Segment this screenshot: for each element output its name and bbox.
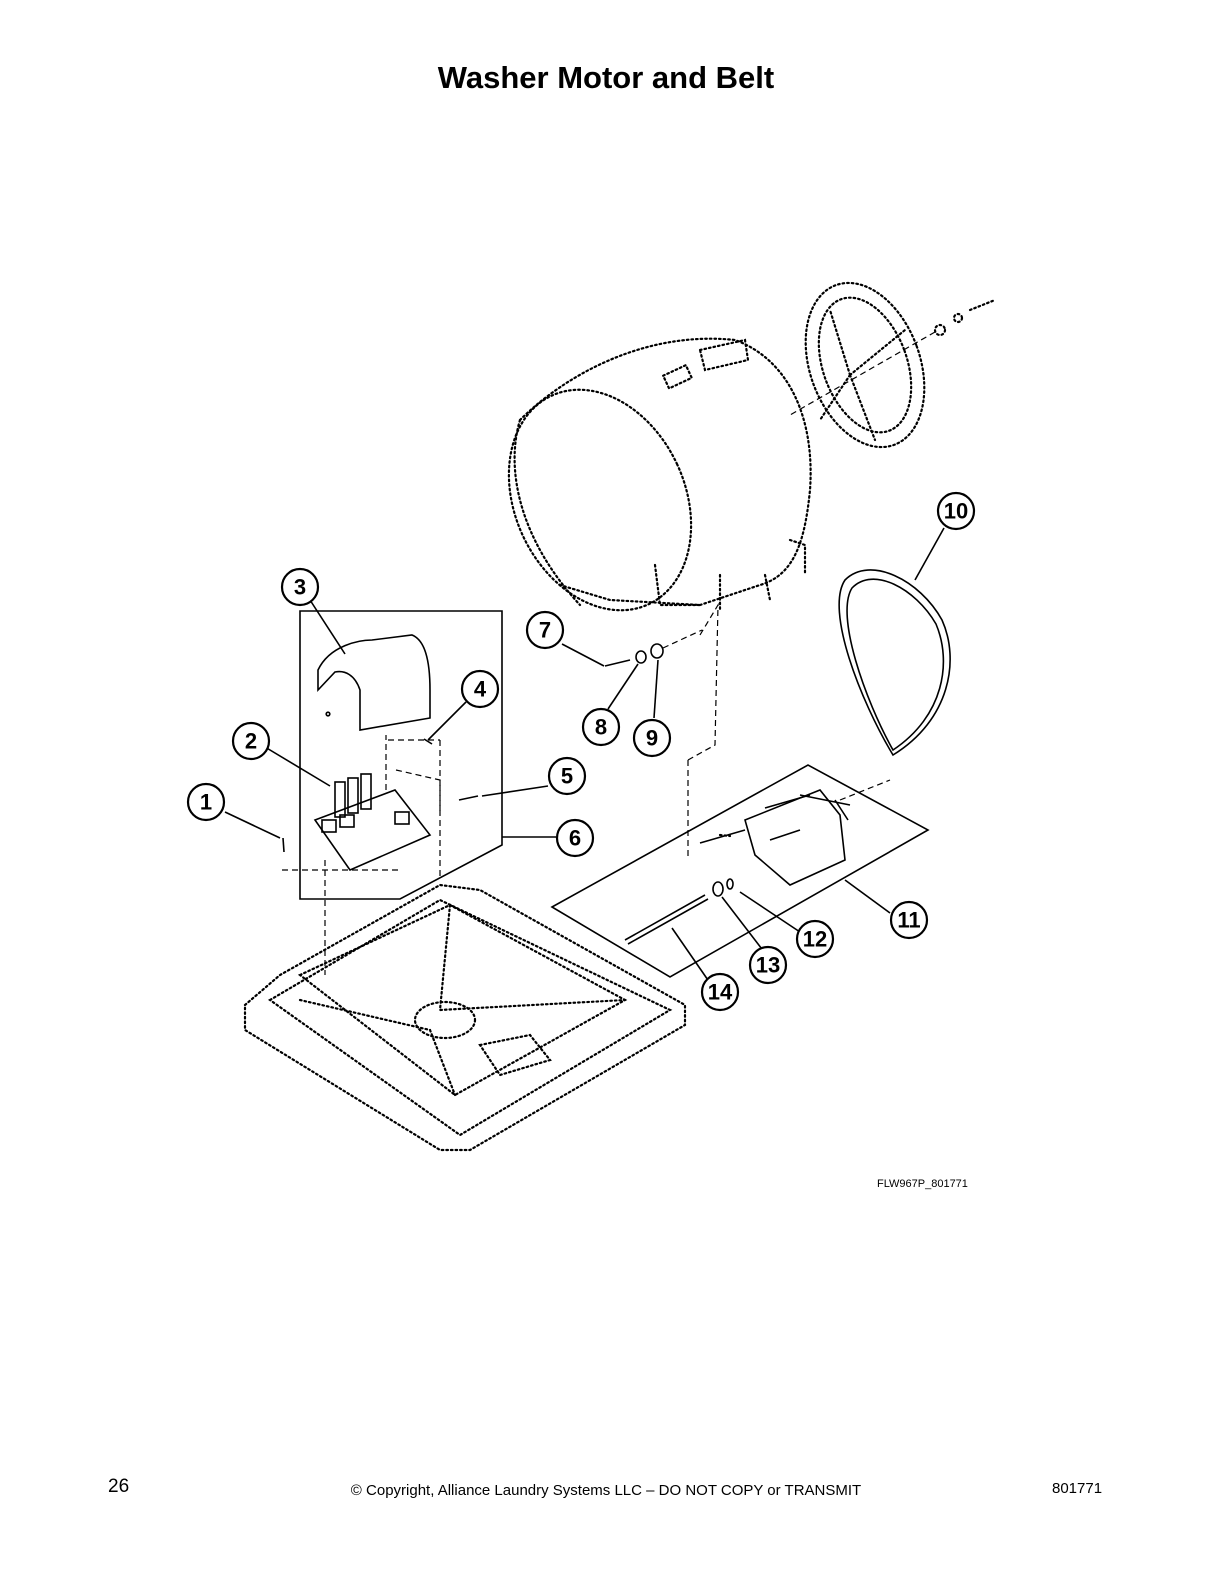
callout-label: 13 [756, 953, 780, 978]
callout-14: 14 [700, 972, 740, 1012]
callout-label: 6 [569, 826, 581, 851]
callout-5: 5 [547, 756, 587, 796]
callout-11: 11 [889, 900, 929, 940]
callout-label: 5 [561, 764, 573, 789]
washer-base-outline [243, 883, 687, 1152]
callout-2: 2 [231, 721, 271, 761]
pulley-wheel-outline [789, 281, 997, 449]
control-board-assembly [282, 610, 503, 975]
callout-8: 8 [581, 707, 621, 747]
callout-label: 10 [944, 499, 968, 524]
callout-label: 14 [708, 980, 733, 1005]
callout-label: 9 [646, 726, 658, 751]
page-number: 26 [108, 1476, 130, 1497]
document-number: 801771 [1052, 1480, 1103, 1497]
page-title: Washer Motor and Belt [437, 60, 775, 95]
callout-label: 3 [294, 575, 306, 600]
callout-6: 6 [555, 818, 595, 858]
callout-13: 13 [748, 945, 788, 985]
copyright-notice: © Copyright, Alliance Laundry Systems LL… [350, 1482, 862, 1499]
callout-label: 8 [595, 715, 607, 740]
tub-bolt-hardware [604, 602, 719, 761]
callout-9: 9 [632, 718, 672, 758]
callout-label: 2 [245, 729, 257, 754]
callout-4: 4 [460, 669, 500, 709]
callout-1: 1 [186, 782, 226, 822]
callout-12: 12 [795, 919, 835, 959]
washer-tub-outline [507, 337, 812, 612]
callout-label: 7 [539, 618, 551, 643]
callout-label: 12 [803, 927, 827, 952]
callout-label: 1 [200, 790, 212, 815]
figure-id: FLW967P_801771 [877, 1178, 968, 1190]
drive-belt [838, 569, 951, 757]
callout-label: 11 [897, 908, 920, 933]
callout-7: 7 [525, 610, 565, 650]
leader-lines [224, 527, 945, 984]
callout-3: 3 [280, 567, 320, 607]
callout-label: 4 [474, 677, 487, 702]
callout-10: 10 [936, 491, 976, 531]
motor-assembly [550, 760, 930, 978]
